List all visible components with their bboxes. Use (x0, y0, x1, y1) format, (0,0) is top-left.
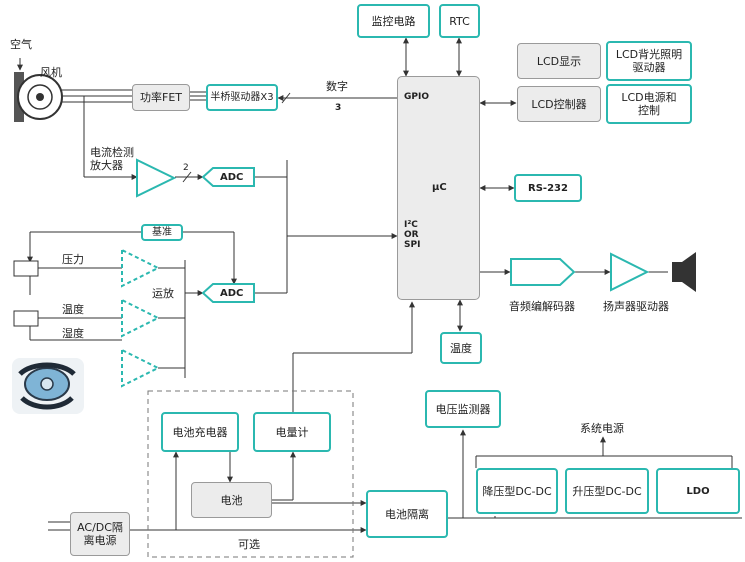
lcd-display: LCD显示 (517, 43, 601, 79)
speaker-driver-label: 扬声器驱动器 (603, 300, 669, 313)
boost-dc-dc: 升压型DC-DC (565, 468, 649, 514)
microcontroller (397, 76, 480, 300)
mcu-uc-label: μC (432, 182, 447, 193)
speaker-driver-icon (610, 252, 650, 292)
fan-icon (14, 58, 63, 122)
half-bridge-driver: 半桥驱动器X3 (206, 84, 278, 111)
acdc-isolated-supply: AC/DC隔离电源 (70, 512, 130, 556)
rs232: RS-232 (514, 174, 582, 202)
power-fet: 功率FET (132, 84, 190, 111)
lcd-backlight-driver: LCD背光照明驱动器 (606, 41, 692, 81)
opamp-pressure-icon (121, 248, 161, 288)
system-power-label: 系统电源 (580, 422, 624, 435)
voltage-monitor: 电压监测器 (425, 390, 501, 428)
digital-label: 数字 (326, 80, 348, 93)
ldo: LDO (656, 468, 740, 514)
adc-top-shape (201, 167, 255, 187)
mask-icon (12, 358, 84, 414)
pressure-sensor-icon (13, 260, 39, 277)
speaker-icon (672, 252, 696, 292)
lcd-controller: LCD控制器 (517, 86, 601, 122)
temperature-sensor-icon (13, 310, 39, 327)
adc-bottom: ADC (220, 288, 244, 299)
mcu-spi-label: SPI (404, 240, 421, 250)
pressure-label: 压力 (62, 253, 84, 266)
lcd-power-control: LCD电源和控制 (606, 84, 692, 124)
temp-sensor-label: 温度 (62, 303, 84, 316)
adc-top: ADC (220, 172, 244, 183)
humidity-label: 湿度 (62, 327, 84, 340)
audio-codec-label: 音频编解码器 (509, 300, 575, 313)
audio-codec-icon (510, 258, 576, 286)
mcu-i2c-label: I²C (404, 220, 418, 230)
battery-isolation: 电池隔离 (366, 490, 448, 538)
battery-charger: 电池充电器 (161, 412, 239, 452)
mcu-gpio-label: GPIO (404, 92, 429, 102)
opamp-humidity-icon (121, 348, 161, 388)
bus-width-label: 2 (183, 163, 189, 173)
adc-bottom-shape (201, 283, 255, 303)
fan-label: 风机 (40, 66, 62, 79)
rtc: RTC (439, 4, 480, 38)
buck-dc-dc: 降压型DC-DC (476, 468, 558, 514)
optional-label: 可选 (238, 538, 260, 551)
reference: 基准 (141, 224, 183, 241)
air-label: 空气 (10, 38, 32, 51)
opamp-temperature-icon (121, 298, 161, 338)
current-amp-label: 电流检测放大器 (90, 146, 134, 172)
optional-region (147, 390, 354, 558)
monitor-circuit: 监控电路 (357, 4, 430, 38)
mcu-or-label: OR (404, 230, 419, 240)
fuel-gauge: 电量计 (253, 412, 331, 452)
opamp-label: 运放 (152, 287, 174, 300)
current-amp-icon (136, 158, 177, 198)
digital-bits-label: 3 (335, 103, 342, 113)
battery: 电池 (191, 482, 272, 518)
temperature-block: 温度 (440, 332, 482, 364)
